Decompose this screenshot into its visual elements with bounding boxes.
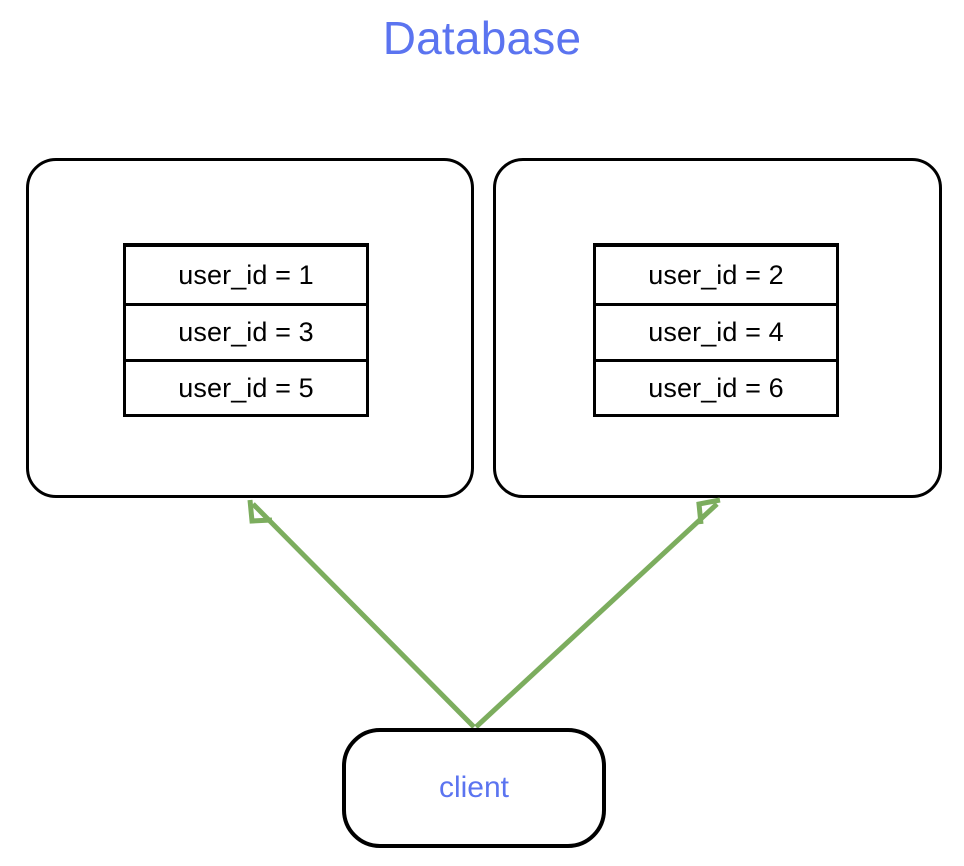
table-row: user_id = 4 bbox=[596, 303, 836, 359]
arrow-client-to-shard-right bbox=[474, 497, 721, 729]
table-row: user_id = 6 bbox=[596, 359, 836, 415]
page-title: Database bbox=[382, 12, 582, 64]
arrow-left-head bbox=[247, 499, 273, 524]
table-row: user_id = 2 bbox=[648, 259, 784, 290]
client-label: client bbox=[438, 771, 510, 804]
arrow-client-to-shard-left bbox=[247, 499, 476, 729]
arrow-right-line bbox=[474, 502, 719, 729]
row-table-left: user_id = 1 user_id = 3 user_id = 5 bbox=[123, 243, 369, 417]
shard-container-left[interactable]: user_id = 1 user_id = 3 user_id = 5 bbox=[26, 158, 474, 498]
arrow-right-head bbox=[696, 497, 721, 525]
table-row: user_id = 5 bbox=[126, 359, 366, 415]
shard-container-right[interactable]: user_id = 2 user_id = 4 user_id = 6 bbox=[493, 158, 942, 498]
table-row: user_id = 1 bbox=[178, 259, 314, 290]
row-table-right: user_id = 2 user_id = 4 user_id = 6 bbox=[593, 243, 839, 417]
table-row: user_id = 3 bbox=[126, 303, 366, 359]
client-node[interactable]: client bbox=[342, 728, 606, 848]
arrow-left-line bbox=[251, 502, 476, 729]
